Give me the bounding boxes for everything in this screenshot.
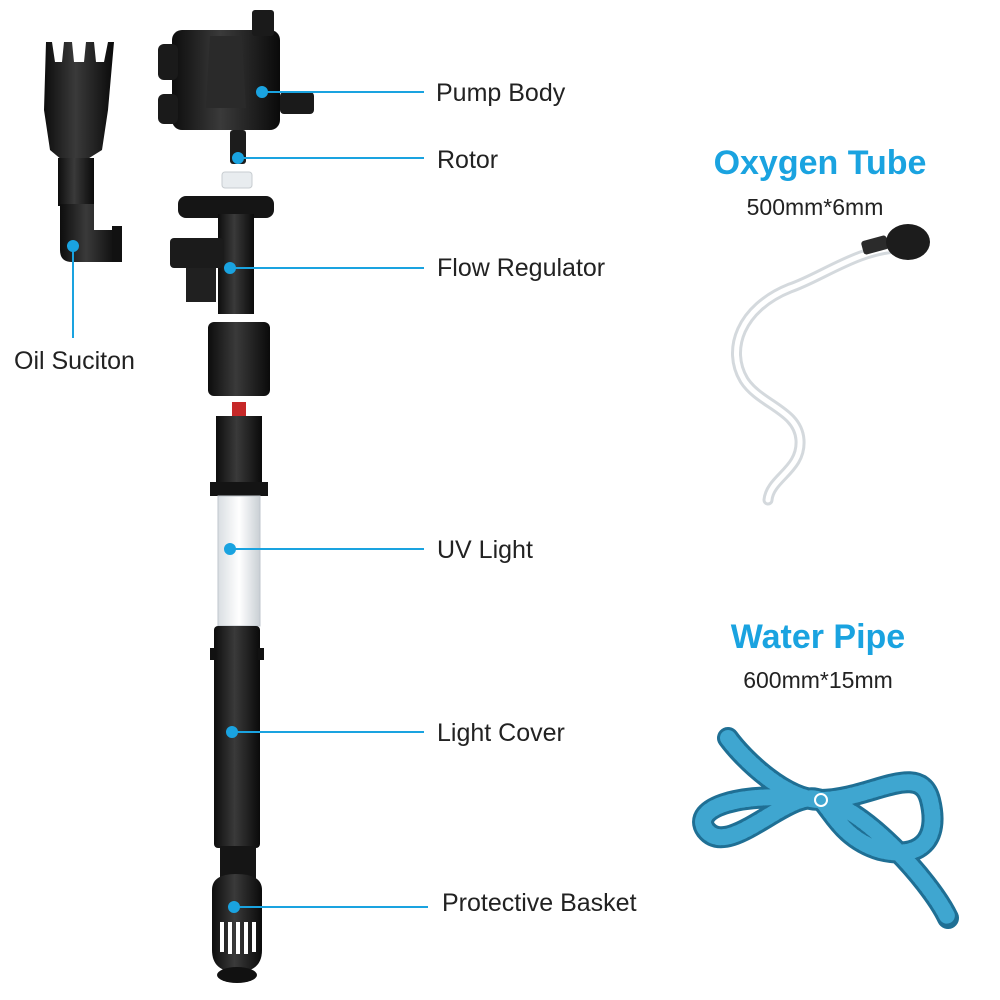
flow-regulator-part	[170, 196, 274, 314]
water-pipe-spec: 600mm*15mm	[743, 667, 893, 693]
callout-dot-flow-regulator	[224, 262, 236, 274]
callout-dot-rotor	[232, 152, 244, 164]
oil-suction-part	[44, 42, 122, 262]
callout-lines	[67, 86, 428, 913]
label-pump-body: Pump Body	[436, 79, 566, 107]
protective-basket-part	[212, 874, 262, 983]
label-oil-suction: Oil Suciton	[14, 347, 135, 375]
label-protective-basket: Protective Basket	[442, 889, 637, 917]
callout-dot-protective-basket	[228, 901, 240, 913]
callout-dot-pump-body	[256, 86, 268, 98]
callout-dot-oil-suction	[67, 240, 79, 252]
oxygen-tube-image	[731, 224, 930, 506]
uv-lamp-part	[210, 402, 268, 627]
label-light-cover: Light Cover	[437, 719, 565, 747]
water-pipe-image	[692, 727, 959, 929]
water-pipe-title: Water Pipe	[730, 618, 906, 656]
callout-dot-uv-light	[224, 543, 236, 555]
cap-part	[208, 322, 270, 396]
oxygen-tube-spec: 500mm*6mm	[746, 194, 884, 220]
callout-dot-light-cover	[226, 726, 238, 738]
label-flow-regulator: Flow Regulator	[437, 254, 606, 282]
pump-body-part	[158, 10, 314, 130]
label-uv-light: UV Light	[437, 536, 533, 564]
light-cover-part	[210, 626, 264, 880]
oxygen-tube-title: Oxygen Tube	[713, 144, 927, 182]
label-rotor: Rotor	[437, 146, 499, 174]
